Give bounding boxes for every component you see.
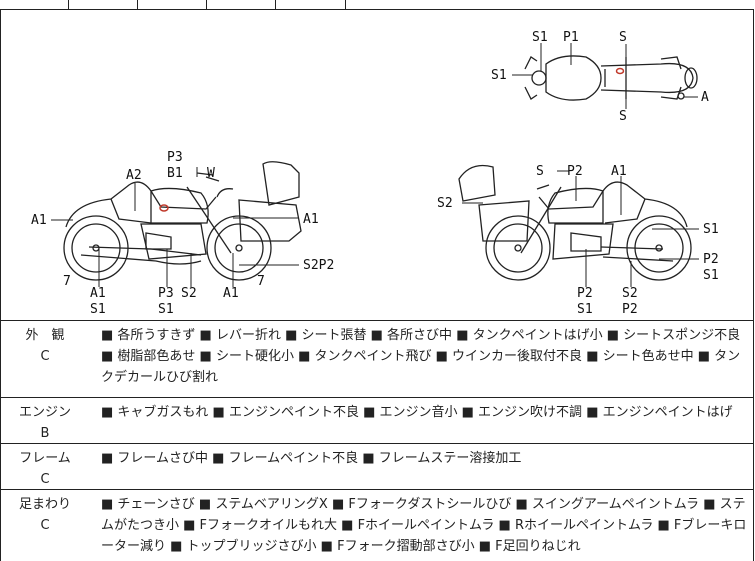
condition-description: ■ キャブガスもれ ■ エンジンペイント不良 ■ エンジン音小 ■ エンジン吹け… (101, 405, 733, 420)
category-label: 外 観 (25, 328, 65, 343)
right-side-motorcycle (458, 164, 692, 281)
table-divider (275, 0, 276, 9)
label-s1: S1 (491, 68, 507, 83)
label-a1: A1 (223, 286, 239, 301)
label-s1: S1 (158, 302, 174, 317)
label-p3: P3 (158, 286, 174, 301)
label-p2: P2 (622, 302, 638, 317)
table-divider (345, 0, 346, 9)
category-grade: C (40, 472, 50, 487)
table-divider (68, 0, 69, 9)
label-s2: S2 (622, 286, 638, 301)
condition-row-frame: フレーム C ■ フレームさび中 ■ フレームペイント不良 ■ フレームステー溶… (0, 444, 754, 490)
label-s2p2: S2P2 (303, 258, 334, 273)
label-a2: A2 (126, 168, 142, 183)
table-divider (137, 0, 138, 9)
category-grade: C (40, 349, 50, 364)
condition-row-suspension: 足まわり C ■ チェーンさび ■ ステムベアリングX ■ Fフォークダストシー… (0, 490, 754, 561)
label-s: S (619, 30, 627, 45)
label-b1: B1 (167, 166, 183, 181)
label-a: A (701, 90, 709, 105)
condition-description: ■ チェーンさび ■ ステムベアリングX ■ Fフォークダストシールひび ■ ス… (101, 497, 747, 554)
label-a1: A1 (611, 164, 627, 179)
top-view-motorcycle (524, 55, 698, 101)
left-side-motorcycle (63, 161, 302, 281)
label-s: S (619, 109, 627, 124)
label-s1: S1 (90, 302, 106, 317)
category-grade: C (40, 518, 50, 533)
category-cell: フレーム C (1, 444, 89, 490)
label-w: W (207, 166, 215, 181)
label-s1: S1 (577, 302, 593, 317)
category-cell: エンジン B (1, 398, 89, 444)
condition-row-engine: エンジン B ■ キャブガスもれ ■ エンジンペイント不良 ■ エンジン音小 ■… (0, 398, 754, 444)
condition-description: ■ 各所うすきず ■ レバー折れ ■ シート張替 ■ 各所さび中 ■ タンクペイ… (101, 328, 741, 385)
label-7: 7 (257, 274, 265, 289)
label-s1: S1 (703, 268, 719, 283)
label-a1: A1 (31, 213, 47, 228)
motorcycle-diagram-svg: S1 P1 S S1 A S P3 B1 W A2 A1 A1 7 A1 S1 … (31, 30, 719, 317)
condition-row-exterior: 外 観 C ■ 各所うすきず ■ レバー折れ ■ シート張替 ■ 各所さび中 ■… (0, 321, 754, 398)
category-cell: 足まわり C (1, 490, 89, 536)
label-s1: S1 (532, 30, 548, 45)
label-s1: S1 (703, 222, 719, 237)
category-label: フレーム (19, 451, 71, 466)
label-7: 7 (63, 274, 71, 289)
scratch-mark-icon (615, 67, 625, 75)
label-p2: P2 (567, 164, 583, 179)
category-cell: 外 観 C (1, 321, 89, 367)
label-a1: A1 (303, 212, 319, 227)
label-p2: P2 (577, 286, 593, 301)
condition-description: ■ フレームさび中 ■ フレームペイント不良 ■ フレームステー溶接加工 (101, 451, 522, 466)
category-label: 足まわり (18, 497, 71, 512)
label-s2: S2 (437, 196, 453, 211)
scratch-mark-icon (159, 204, 169, 212)
category-grade: B (40, 426, 50, 441)
label-p2: P2 (703, 252, 719, 267)
category-label: エンジン (18, 405, 71, 420)
label-s: S (536, 164, 544, 179)
label-p3: P3 (167, 150, 183, 165)
label-s2: S2 (181, 286, 197, 301)
table-divider (206, 0, 207, 9)
label-p1: P1 (563, 30, 579, 45)
top-table-strip (0, 0, 754, 10)
damage-diagram: S1 P1 S S1 A S P3 B1 W A2 A1 A1 7 A1 S1 … (0, 9, 754, 321)
label-a1: A1 (90, 286, 106, 301)
